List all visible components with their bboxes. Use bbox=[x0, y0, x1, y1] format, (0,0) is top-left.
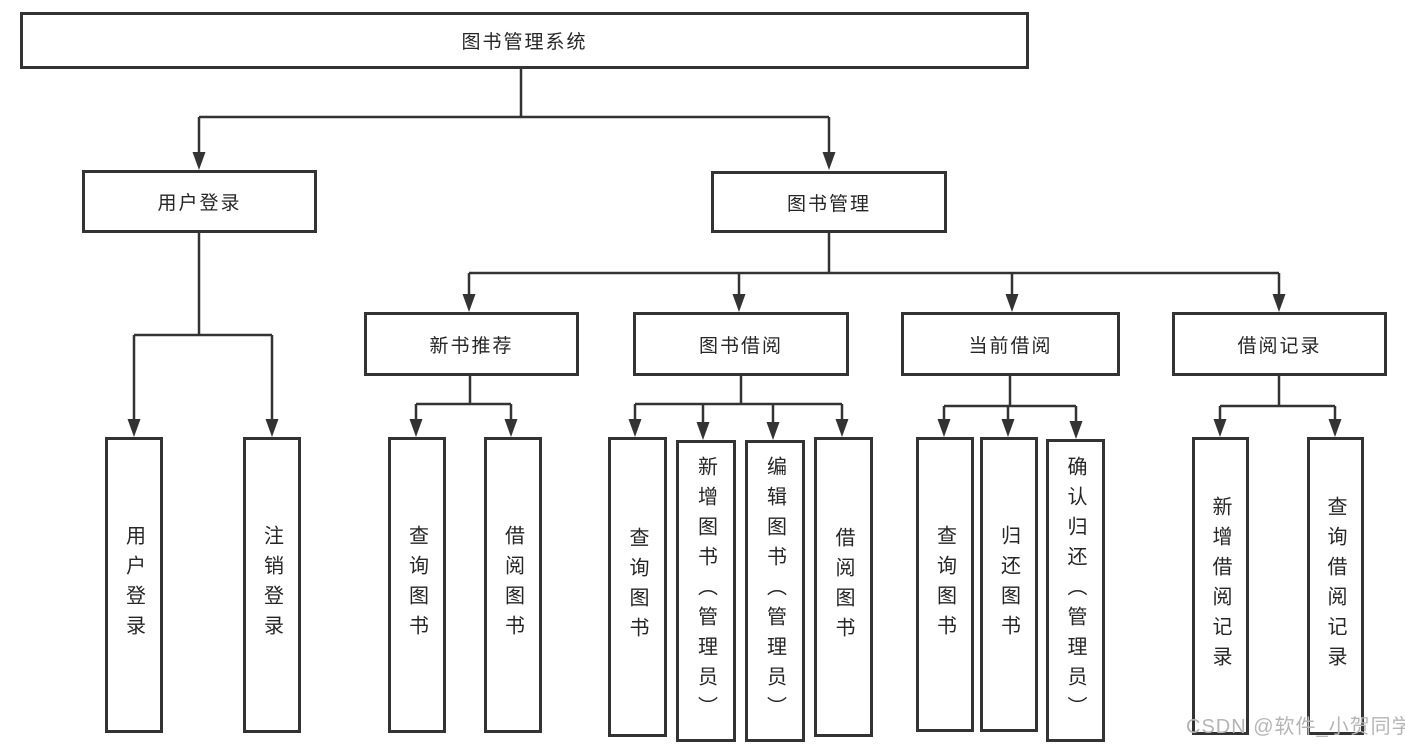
leaf-logout: 注销登录 bbox=[243, 437, 301, 733]
leaf-add-book-admin: 新增图书（管理员） bbox=[676, 440, 736, 742]
leaf-edit-book-admin: 编辑图书（管理员） bbox=[745, 440, 805, 742]
node-user-login: 用户登录 bbox=[82, 170, 317, 233]
leaf-query-books-current: 查询图书 bbox=[916, 437, 974, 732]
watermark: CSDN @软件_小贺同学 bbox=[1186, 716, 1405, 738]
node-current-borrow: 当前借阅 bbox=[901, 312, 1120, 376]
leaf-query-books-borrow: 查询图书 bbox=[608, 437, 667, 737]
arrowheads bbox=[127, 152, 1342, 440]
leaf-user-login: 用户登录 bbox=[105, 437, 163, 733]
leaf-return-book: 归还图书 bbox=[980, 437, 1038, 732]
node-root: 图书管理系统 bbox=[20, 12, 1029, 69]
leaf-borrow-books-recommend: 借阅图书 bbox=[484, 437, 542, 733]
leaf-query-books-recommend: 查询图书 bbox=[388, 437, 446, 733]
leaf-add-borrow-record: 新增借阅记录 bbox=[1192, 437, 1249, 735]
node-new-book-recommend: 新书推荐 bbox=[364, 312, 579, 376]
leaf-borrow-books-borrow: 借阅图书 bbox=[814, 437, 873, 737]
leaf-query-borrow-record: 查询借阅记录 bbox=[1307, 437, 1364, 735]
node-book-borrow: 图书借阅 bbox=[633, 312, 849, 376]
node-borrow-records: 借阅记录 bbox=[1172, 312, 1387, 376]
leaf-confirm-return-admin: 确认归还（管理员） bbox=[1046, 439, 1105, 742]
node-book-management: 图书管理 bbox=[711, 171, 947, 233]
